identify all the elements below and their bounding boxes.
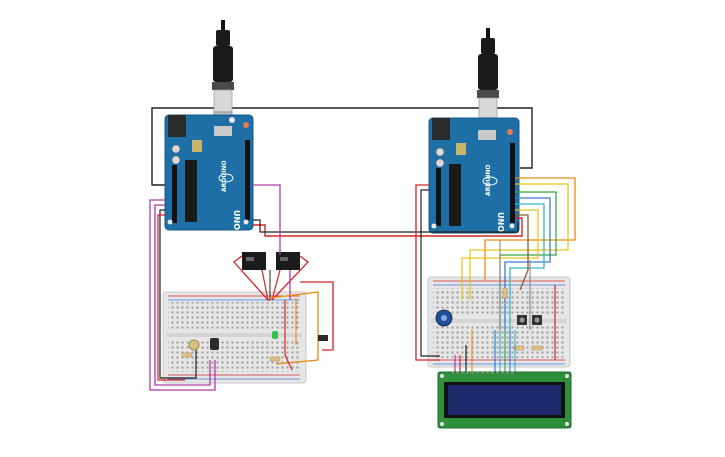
resistor-right-2[interactable] bbox=[513, 345, 525, 351]
magenta-wire-left-2[interactable] bbox=[149, 199, 216, 391]
yellow-wire-right-1[interactable] bbox=[469, 183, 569, 300]
slide-switch[interactable] bbox=[318, 335, 328, 341]
relay-red-wire-4[interactable] bbox=[271, 269, 281, 301]
black-wire-left-gnd[interactable] bbox=[159, 209, 197, 379]
blue-wire-right[interactable] bbox=[504, 197, 551, 330]
board-right-model: UNO bbox=[496, 212, 505, 232]
resistor-right-3[interactable] bbox=[531, 345, 543, 351]
arduino-uno-right[interactable]: ARDUINO UNO bbox=[428, 117, 520, 234]
black-loop-wire[interactable] bbox=[151, 107, 533, 186]
resistor-left-2[interactable] bbox=[269, 356, 281, 362]
potentiometer[interactable] bbox=[435, 309, 453, 327]
relay-red-wire-2[interactable] bbox=[271, 255, 309, 301]
lcd-wire-bundle[interactable] bbox=[454, 330, 516, 372]
magenta-wire-left-3[interactable] bbox=[154, 204, 211, 386]
board-left-model: UNO bbox=[232, 210, 241, 230]
push-button-2[interactable] bbox=[532, 315, 542, 325]
black-link-wire[interactable] bbox=[253, 219, 519, 233]
green-led[interactable] bbox=[272, 331, 278, 339]
lcd-16x2[interactable] bbox=[437, 371, 572, 429]
temperature-sensor[interactable] bbox=[210, 338, 219, 350]
relay-module-1[interactable] bbox=[242, 252, 266, 270]
orange-wire-right-1[interactable] bbox=[484, 177, 576, 280]
relay-red-wire-3[interactable] bbox=[261, 269, 269, 301]
photoresistor[interactable] bbox=[188, 339, 200, 351]
red-wire-left-vcc[interactable] bbox=[157, 214, 185, 381]
breadboard-right[interactable] bbox=[427, 276, 571, 368]
board-left-brand: ARDUINO bbox=[221, 161, 228, 192]
arduino-uno-left[interactable]: ARDUINO UNO bbox=[164, 114, 254, 231]
black-wire-right-gnd[interactable] bbox=[420, 189, 440, 357]
red-wire-left-2[interactable] bbox=[300, 281, 334, 351]
usb-cable-left[interactable] bbox=[212, 20, 234, 129]
yellow-wire-right-2[interactable] bbox=[461, 209, 539, 300]
resistor-left-1[interactable] bbox=[181, 352, 193, 358]
red-wire-left-3[interactable] bbox=[284, 300, 293, 371]
orange-wire-left[interactable] bbox=[269, 291, 319, 365]
cyan-wire-right[interactable] bbox=[509, 203, 545, 330]
brown-wire-right[interactable] bbox=[515, 214, 529, 291]
gray-wire-right[interactable] bbox=[499, 240, 531, 330]
resistor-right-1[interactable] bbox=[502, 287, 508, 299]
relay-module-2[interactable] bbox=[276, 252, 300, 270]
red-link-wire-1[interactable] bbox=[253, 217, 523, 237]
push-button-1[interactable] bbox=[517, 315, 527, 325]
board-right-brand: ARDUINO bbox=[485, 165, 492, 196]
relay-red-wire-1[interactable] bbox=[233, 255, 270, 301]
magenta-wire-left-1[interactable] bbox=[253, 184, 291, 300]
red-wire-right-vcc[interactable] bbox=[415, 184, 440, 361]
